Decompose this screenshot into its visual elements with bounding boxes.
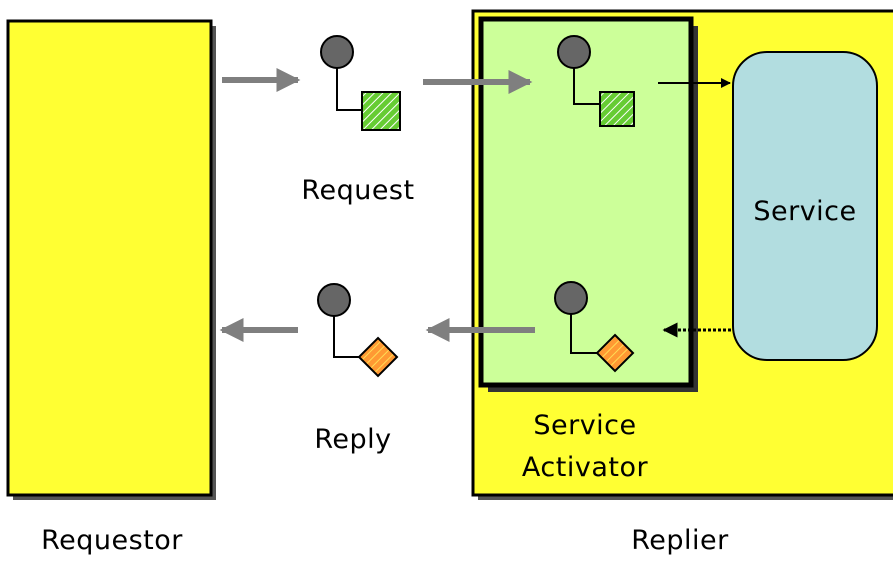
service-activator-label-line2: Activator <box>521 452 649 483</box>
service-activator-label-line1: Service <box>533 410 637 441</box>
service-label: Service <box>753 196 857 227</box>
reply-message-icon <box>317 283 399 378</box>
requestor-box <box>6 19 216 500</box>
requestor-label: Requestor <box>41 525 183 556</box>
request-message-icon <box>320 35 401 131</box>
request-label: Request <box>301 175 415 206</box>
service-box <box>732 51 878 361</box>
replier-label: Replier <box>631 525 729 556</box>
reply-label: Reply <box>314 424 392 455</box>
service-activator-box <box>478 16 698 392</box>
activator-reply-message-icon <box>554 281 635 373</box>
activator-request-message-icon <box>557 35 635 127</box>
